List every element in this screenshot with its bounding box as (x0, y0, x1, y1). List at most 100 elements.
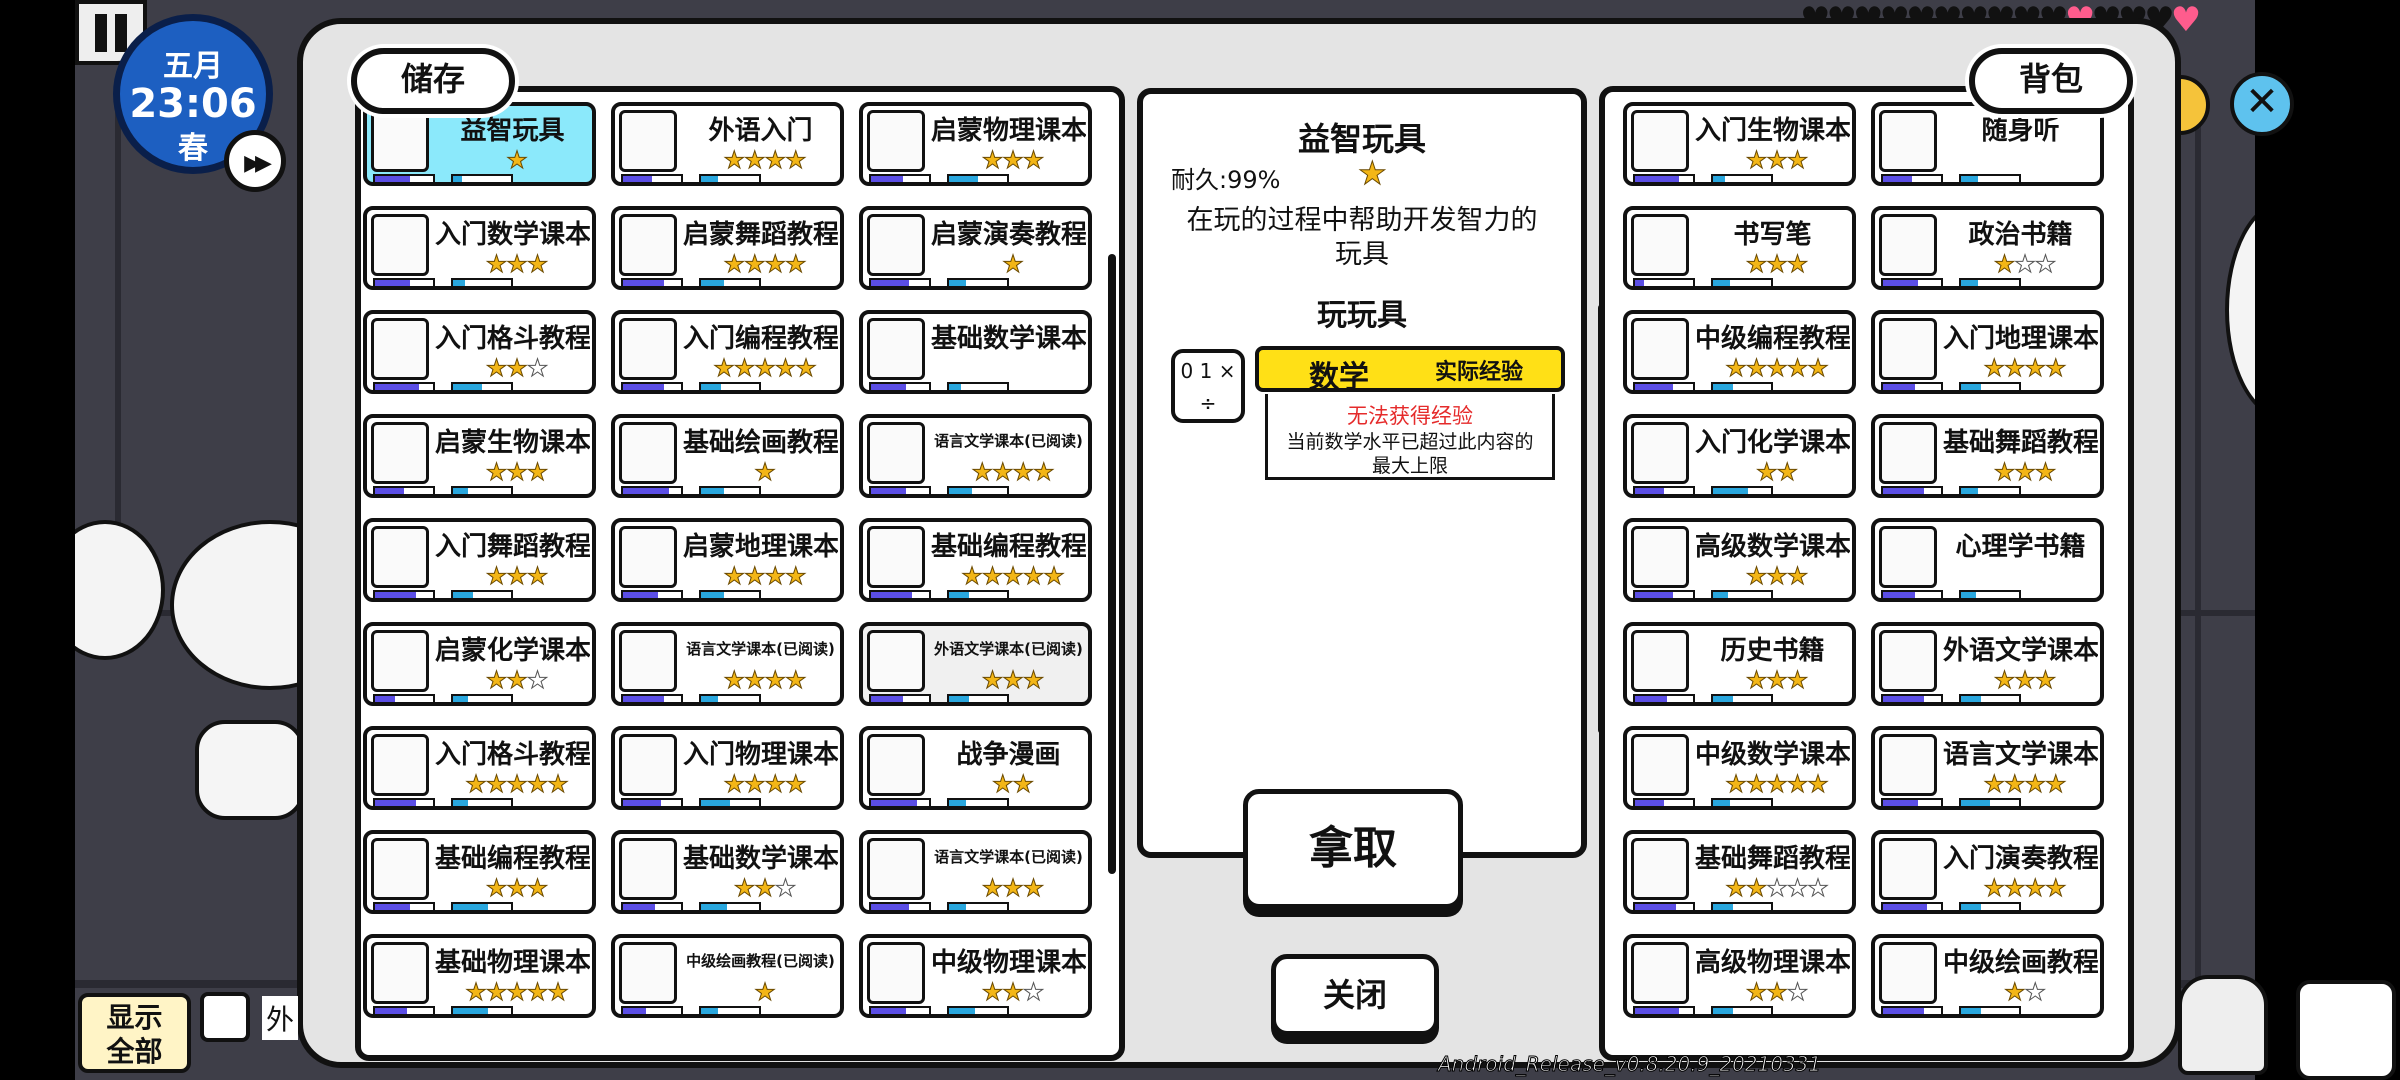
star-icon: ★ (754, 354, 776, 383)
star-rating: ★★★★ (1953, 354, 2096, 383)
storage-item-card[interactable]: 益智玩具★ (363, 102, 596, 186)
durability-bar (1959, 1006, 2021, 1016)
storage-item-card[interactable]: 入门格斗教程★★★ (363, 310, 596, 394)
storage-item-card[interactable]: 基础物理课本★★★★★ (363, 934, 596, 1018)
storage-item-card[interactable]: 启蒙演奏教程★ (859, 206, 1092, 290)
star-icon: ★ (2045, 770, 2067, 799)
star-rating: ★★★★★ (445, 978, 588, 1007)
music-book-icon (1879, 838, 1937, 900)
bio-book-icon (371, 422, 429, 484)
storage-item-card[interactable]: 基础数学课本 (859, 310, 1092, 394)
durability-bar (699, 278, 761, 288)
backpack-item-card[interactable]: 入门生物课本★★★ (1623, 102, 1856, 186)
storage-item-card[interactable]: 入门物理课本★★★★ (611, 726, 844, 810)
item-name: 基础物理课本 (435, 948, 590, 978)
experience-bar (1881, 382, 1943, 392)
star-icon: ★ (981, 874, 1003, 903)
storage-item-card[interactable]: 启蒙化学课本★★★ (363, 622, 596, 706)
durability-bar (947, 1006, 1009, 1016)
backpack-item-card[interactable]: 政治书籍★★★ (1871, 206, 2104, 290)
backpack-item-card[interactable]: 高级数学课本★★★ (1623, 518, 1856, 602)
backpack-item-card[interactable]: 入门化学课本★★ (1623, 414, 1856, 498)
storage-item-card[interactable]: 基础绘画教程★ (611, 414, 844, 498)
backpack-item-card[interactable]: 中级编程教程★★★★★ (1623, 310, 1856, 394)
storage-scrollbar[interactable] (1108, 254, 1116, 874)
durability-bar (451, 798, 513, 808)
item-name: 基础舞蹈教程 (1695, 844, 1850, 874)
durability-bar (1959, 278, 2021, 288)
star-icon: ★ (1807, 770, 1829, 799)
backpack-item-card[interactable]: 高级物理课本★★★ (1623, 934, 1856, 1018)
backpack-item-card[interactable]: 书写笔★★★ (1623, 206, 1856, 290)
backpack-grid: 入门生物课本★★★随身听书写笔★★★政治书籍★★★中级编程教程★★★★★入门地理… (1623, 102, 2104, 1018)
backpack-item-card[interactable]: 随身听 (1871, 102, 2104, 186)
geo-book-icon (619, 526, 677, 588)
experience-bar (373, 902, 435, 912)
backpack-item-card[interactable]: 心理学书籍 (1871, 518, 2104, 602)
durability-bar (1959, 382, 2021, 392)
take-button[interactable]: 拿取 (1243, 789, 1463, 909)
item-name: 高级数学课本 (1695, 532, 1850, 562)
storage-item-card[interactable]: 启蒙物理课本★★★ (859, 102, 1092, 186)
storage-item-card[interactable]: 入门舞蹈教程★★★ (363, 518, 596, 602)
durability-bar (699, 590, 761, 600)
star-icon: ★ (506, 562, 528, 591)
storage-item-card[interactable]: 入门数学课本★★★ (363, 206, 596, 290)
star-icon: ★ (1002, 978, 1024, 1007)
star-icon: ★ (971, 458, 993, 487)
close-button[interactable]: 关闭 (1271, 954, 1439, 1036)
storage-item-card[interactable]: 语言文学课本(已阅读)★★★★ (611, 622, 844, 706)
item-name: 启蒙化学课本 (435, 636, 590, 666)
storage-item-card[interactable]: 入门编程教程★★★★★ (611, 310, 844, 394)
star-rating: ★★★★ (693, 562, 836, 591)
storage-item-card[interactable]: 启蒙舞蹈教程★★★★ (611, 206, 844, 290)
storage-item-card[interactable]: 外语文学课本(已阅读)★★★ (859, 622, 1092, 706)
item-name: 入门物理课本 (683, 740, 838, 770)
storage-tab[interactable]: 储存 (351, 48, 515, 114)
math-book-icon (371, 214, 429, 276)
backpack-item-card[interactable]: 中级数学课本★★★★★ (1623, 726, 1856, 810)
backpack-item-card[interactable]: 基础舞蹈教程★★★★★ (1623, 830, 1856, 914)
star-rating: ★★★ (1953, 666, 2096, 695)
storage-item-card[interactable]: 语言文学课本(已阅读)★★★ (859, 830, 1092, 914)
storage-item-card[interactable]: 基础数学课本★★★ (611, 830, 844, 914)
backpack-item-card[interactable]: 入门地理课本★★★★ (1871, 310, 2104, 394)
backpack-item-card[interactable]: 中级绘画教程★★ (1871, 934, 2104, 1018)
backpack-item-card[interactable]: 历史书籍★★★ (1623, 622, 1856, 706)
backpack-item-card[interactable]: 基础舞蹈教程★★★ (1871, 414, 2104, 498)
backpack-bag-icon[interactable] (2178, 975, 2268, 1075)
storage-item-card[interactable]: 启蒙地理课本★★★★ (611, 518, 844, 602)
backpack-item-card[interactable]: 入门演奏教程★★★★ (1871, 830, 2104, 914)
storage-item-card[interactable]: 语言文学课本(已阅读)★★★★ (859, 414, 1092, 498)
card-slot-icon[interactable] (2296, 980, 2396, 1080)
star-icon: ★ (774, 354, 796, 383)
storage-item-card[interactable]: 中级绘画教程(已阅读)★ (611, 934, 844, 1018)
tools-icon[interactable]: ✕ (2230, 72, 2294, 136)
chem-book-icon (371, 630, 429, 692)
star-icon: ★ (506, 874, 528, 903)
backpack-tab[interactable]: 背包 (1969, 48, 2133, 114)
storage-item-card[interactable]: 基础编程教程★★★★★ (859, 518, 1092, 602)
fast-forward-button[interactable]: ▶▶ (224, 130, 286, 192)
star-rating: ★ (941, 250, 1084, 279)
backpack-item-card[interactable]: 外语文学课本★★★ (1871, 622, 2104, 706)
star-icon: ★ (485, 354, 507, 383)
star-rating: ★★★★★ (1705, 874, 1848, 903)
storage-item-card[interactable]: 中级物理课本★★★ (859, 934, 1092, 1018)
star-icon: ★ (2024, 770, 2046, 799)
storage-item-card[interactable]: 外语入门★★★★ (611, 102, 844, 186)
star-icon: ★ (2045, 354, 2067, 383)
grid-view-icon[interactable] (200, 992, 250, 1042)
experience-bar (621, 902, 683, 912)
show-all-button[interactable]: 显示全部 (78, 993, 191, 1073)
math-book-icon (1631, 526, 1689, 588)
experience-bar (869, 590, 931, 600)
star-rating: ★★★★ (1953, 770, 2096, 799)
storage-item-card[interactable]: 基础编程教程★★★ (363, 830, 596, 914)
experience-bar (1881, 902, 1943, 912)
storage-item-card[interactable]: 战争漫画★★ (859, 726, 1092, 810)
storage-item-card[interactable]: 启蒙生物课本★★★ (363, 414, 596, 498)
backpack-item-card[interactable]: 语言文学课本★★★★ (1871, 726, 2104, 810)
storage-item-card[interactable]: 入门格斗教程★★★★★ (363, 726, 596, 810)
item-name: 基础数学课本 (683, 844, 838, 874)
